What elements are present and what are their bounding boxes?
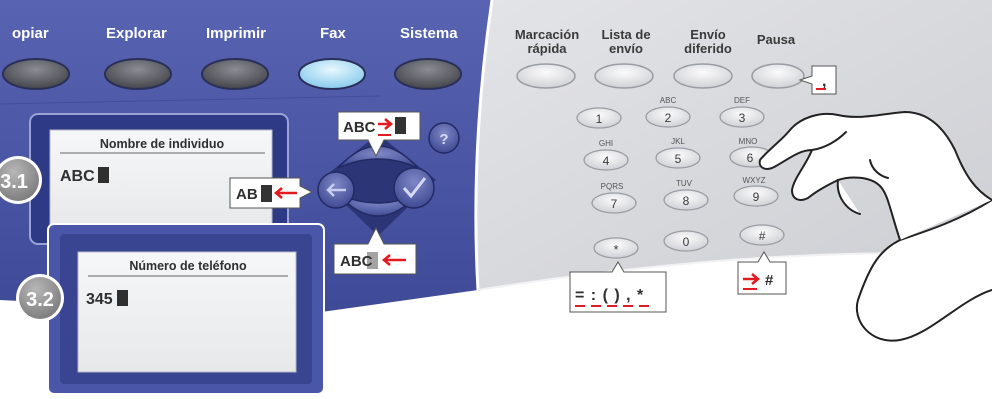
lcd-screen-1: Nombre de individuo ABC — [29, 113, 289, 245]
callout-down-cursor — [367, 252, 378, 269]
navigation-pad: ? — [317, 122, 460, 236]
key-5[interactable]: JKL 5 — [655, 137, 701, 169]
callout-hash: # — [737, 251, 787, 295]
key-star-symbol: * — [613, 242, 618, 257]
key-7-number: 7 — [611, 197, 618, 211]
mode-tabs: opiar Explorar Imprimir Fax Sistema — [12, 25, 458, 42]
envio-diferido-label-2: diferido — [684, 41, 732, 56]
callout-down: ABC — [333, 226, 417, 275]
arrow-left-icon-2 — [381, 254, 406, 266]
lcd2-title: Número de teléfono — [129, 259, 247, 273]
callout-down-text: ABC — [340, 253, 373, 270]
key-8[interactable]: TUV 8 — [663, 179, 709, 211]
copiar-key[interactable] — [2, 58, 70, 90]
key-1[interactable]: 1 — [576, 107, 622, 129]
function-key-labels: Marcación rápida Lista de envío Envío di… — [515, 27, 796, 56]
key-star[interactable]: * — [593, 237, 639, 259]
key-hash-symbol: # — [759, 229, 766, 243]
step-badge-3-2-label: 3.2 — [26, 289, 54, 311]
help-icon: ? — [439, 131, 448, 148]
key-7-letters: PQRS — [601, 182, 624, 191]
step-badge-3-2: 3.2 — [16, 274, 64, 322]
tab-copiar[interactable]: opiar — [12, 25, 49, 42]
lcd1-title: Nombre de individuo — [100, 137, 225, 151]
key-0[interactable]: 0 — [663, 230, 709, 252]
callout-left-text: AB — [236, 186, 258, 203]
lista-envio-label-2: envío — [609, 41, 643, 56]
lista-envio-key[interactable] — [594, 63, 654, 89]
arrow-right-icon — [378, 118, 394, 130]
key-4-number: 4 — [603, 154, 610, 168]
back-arrow-icon — [326, 183, 346, 197]
step-badge-3-1: 3.1 — [0, 156, 42, 204]
sistema-key[interactable] — [394, 58, 462, 90]
key-4[interactable]: GHI 4 — [583, 139, 629, 171]
marcacion-rapida-label: Marcación — [515, 27, 579, 42]
callout-hash-text: # — [765, 272, 774, 289]
step-badge-3-1-label: 3.1 — [0, 171, 28, 193]
hand-illustration — [758, 111, 992, 342]
lcd1-value: ABC — [60, 168, 95, 185]
lcd2-cursor — [117, 290, 128, 306]
tab-imprimir[interactable]: Imprimir — [206, 25, 266, 42]
marcacion-rapida-label-2: rápida — [527, 41, 567, 56]
envio-diferido-label: Envío — [690, 27, 725, 42]
checkmark-icon — [402, 177, 427, 199]
explorar-key[interactable] — [104, 58, 172, 90]
tab-fax[interactable]: Fax — [320, 25, 347, 42]
marcacion-rapida-key[interactable] — [516, 63, 576, 89]
key-hash[interactable]: # — [739, 224, 785, 246]
callout-left-cursor — [261, 185, 272, 202]
imprimir-key[interactable] — [201, 58, 269, 90]
lista-envio-label: Lista de — [601, 27, 650, 42]
key-1-number: 1 — [596, 112, 603, 126]
numeric-keypad: 1 ABC 2 DEF 3 GHI 4 JKL 5 MNO 6 PQRS — [576, 96, 785, 259]
callout-pause-text: , — [822, 73, 826, 90]
key-9-letters: WXYZ — [742, 176, 765, 185]
mode-keys — [2, 58, 462, 90]
key-0-number: 0 — [683, 235, 690, 249]
help-button[interactable] — [428, 122, 460, 154]
tab-explorar[interactable]: Explorar — [106, 25, 167, 42]
lcd1-cursor — [98, 167, 109, 183]
key-3-letters: DEF — [734, 96, 750, 105]
key-5-letters: JKL — [671, 137, 685, 146]
ok-button[interactable] — [393, 167, 435, 209]
callout-left: AB — [229, 177, 314, 209]
lcd-screen-2: Número de teléfono 345 — [47, 223, 325, 395]
function-keys — [516, 63, 805, 89]
callout-pause: , — [798, 65, 837, 95]
key-3[interactable]: DEF 3 — [719, 96, 765, 128]
key-4-letters: GHI — [599, 139, 613, 148]
arrow-right-icon-2 — [743, 273, 761, 285]
callout-star-text: = : ( ) , * — [575, 287, 644, 304]
envio-diferido-key[interactable] — [673, 63, 733, 89]
callout-up: ABC — [337, 111, 421, 158]
key-5-number: 5 — [675, 152, 682, 166]
pausa-label: Pausa — [757, 32, 796, 47]
key-6-letters: MNO — [739, 137, 758, 146]
key-6-number: 6 — [747, 151, 754, 165]
fax-key[interactable] — [298, 58, 366, 90]
key-8-letters: TUV — [676, 179, 693, 188]
callout-up-cursor — [395, 117, 406, 134]
key-2[interactable]: ABC 2 — [645, 96, 691, 128]
pausa-key[interactable] — [751, 63, 805, 89]
arrow-left-icon — [273, 187, 297, 199]
key-3-number: 3 — [739, 111, 746, 125]
callout-star: = : ( ) , * — [569, 261, 667, 313]
key-7[interactable]: PQRS 7 — [591, 182, 637, 214]
key-2-letters: ABC — [660, 96, 677, 105]
lcd2-value: 345 — [86, 291, 113, 308]
callout-up-text: ABC — [343, 119, 376, 136]
key-2-number: 2 — [665, 111, 672, 125]
key-8-number: 8 — [683, 194, 690, 208]
key-9[interactable]: WXYZ 9 — [733, 176, 779, 207]
tab-sistema[interactable]: Sistema — [400, 25, 458, 42]
key-9-number: 9 — [753, 190, 760, 204]
